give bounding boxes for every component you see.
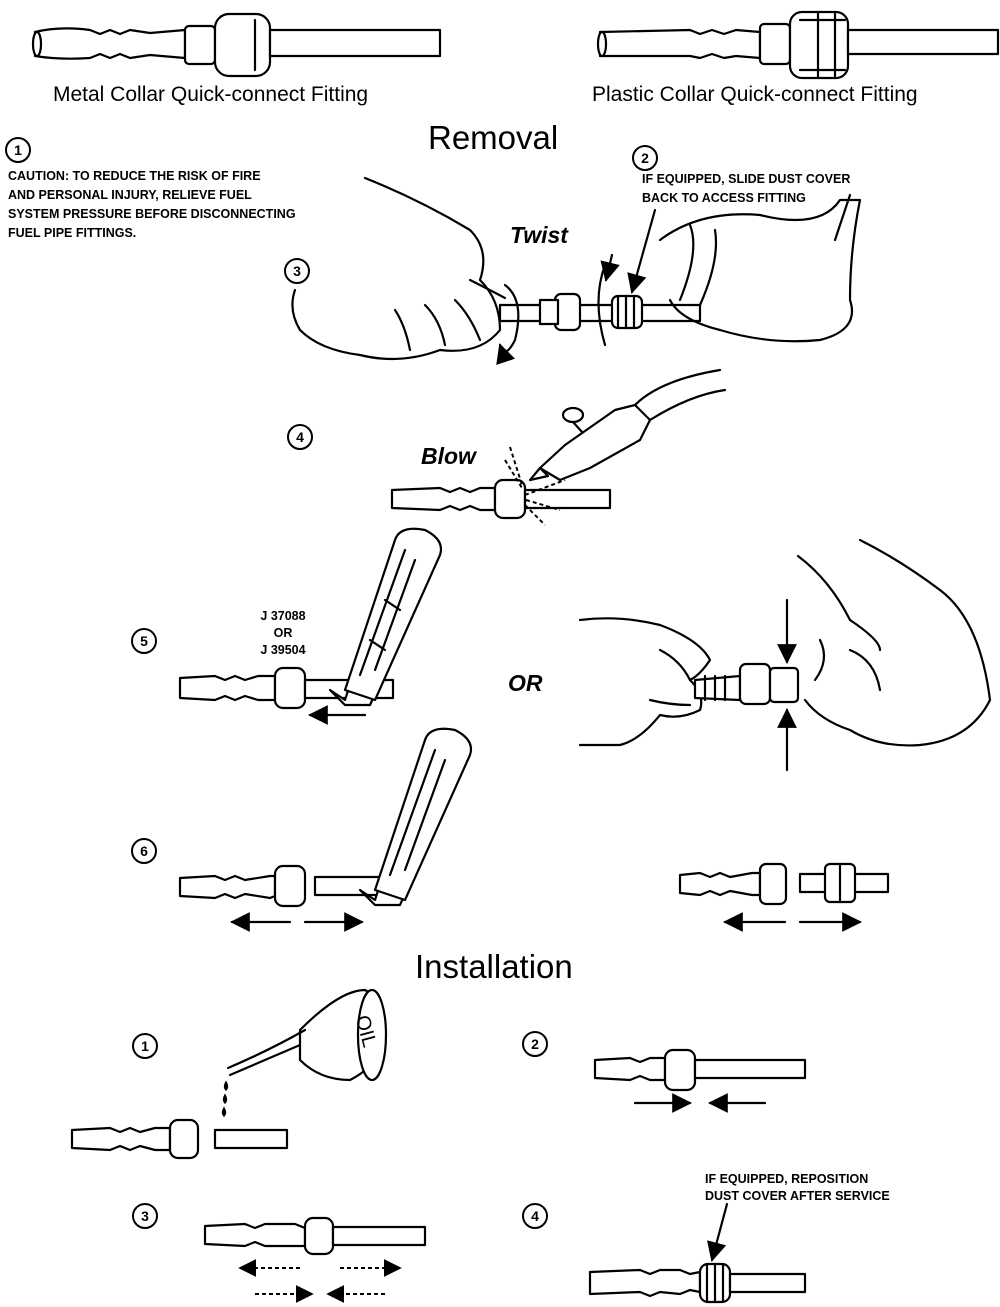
dust-cover-line: IF EQUIPPED, SLIDE DUST COVER <box>642 172 851 186</box>
install-step-2-badge: 2 <box>522 1031 548 1057</box>
tool-number-line: J 39504 <box>260 643 306 657</box>
reposition-line: DUST COVER AFTER SERVICE <box>705 1189 890 1203</box>
caution-line: SYSTEM PRESSURE BEFORE DISCONNECTING <box>8 207 296 221</box>
caution-line: FUEL PIPE FITTINGS. <box>8 226 137 240</box>
removal-step-4-badge: 4 <box>287 424 313 450</box>
caution-line: AND PERSONAL INJURY, RELIEVE FUEL <box>8 188 252 202</box>
install-step-4-badge: 4 <box>522 1203 548 1229</box>
tool-number-label: J 37088 OR J 39504 <box>248 608 318 659</box>
twist-label: Twist <box>510 222 568 248</box>
push-together-drawing <box>593 1048 807 1113</box>
separated-fitting-step6-drawing <box>178 727 473 932</box>
dust-cover-note: IF EQUIPPED, SLIDE DUST COVER BACK TO AC… <box>642 170 850 208</box>
pull-check-drawing <box>203 1216 427 1303</box>
or-label: OR <box>508 670 543 696</box>
dust-cover-reposition-drawing <box>588 1202 807 1304</box>
removal-step-3-badge: 3 <box>284 258 310 284</box>
reposition-line: IF EQUIPPED, REPOSITION <box>705 1172 869 1186</box>
tool-number-line: OR <box>273 626 293 640</box>
caution-note: CAUTION: TO REDUCE THE RISK OF FIRE AND … <box>8 167 296 243</box>
removal-step-1-badge: 1 <box>5 137 31 163</box>
squeeze-hands-drawing <box>578 538 992 772</box>
release-tool-step5-drawing <box>178 527 443 725</box>
removal-step-5-badge: 5 <box>131 628 157 654</box>
metal-collar-caption: Metal Collar Quick-connect Fitting <box>53 83 369 106</box>
tool-number-line: J 37088 <box>260 609 306 623</box>
removal-step-2-badge: 2 <box>632 145 658 171</box>
removal-step-6-badge: 6 <box>131 838 157 864</box>
installation-heading: Installation <box>415 948 573 985</box>
oil-can-drawing <box>70 988 388 1160</box>
reposition-note: IF EQUIPPED, REPOSITION DUST COVER AFTER… <box>705 1171 890 1205</box>
install-step-3-badge: 3 <box>132 1203 158 1229</box>
metal-collar-fitting-drawing <box>31 12 442 78</box>
plastic-collar-fitting-drawing <box>596 10 1000 80</box>
twist-hands-drawing <box>291 176 862 366</box>
install-step-1-badge: 1 <box>132 1033 158 1059</box>
blow-label: Blow <box>421 443 476 469</box>
dust-cover-line: BACK TO ACCESS FITTING <box>642 191 806 205</box>
separated-plastic-fitting-drawing <box>678 862 890 932</box>
air-blow-drawing <box>390 368 727 526</box>
removal-heading: Removal <box>428 119 559 156</box>
plastic-collar-caption: Plastic Collar Quick-connect Fitting <box>592 83 918 106</box>
caution-line: CAUTION: TO REDUCE THE RISK OF FIRE <box>8 169 261 183</box>
